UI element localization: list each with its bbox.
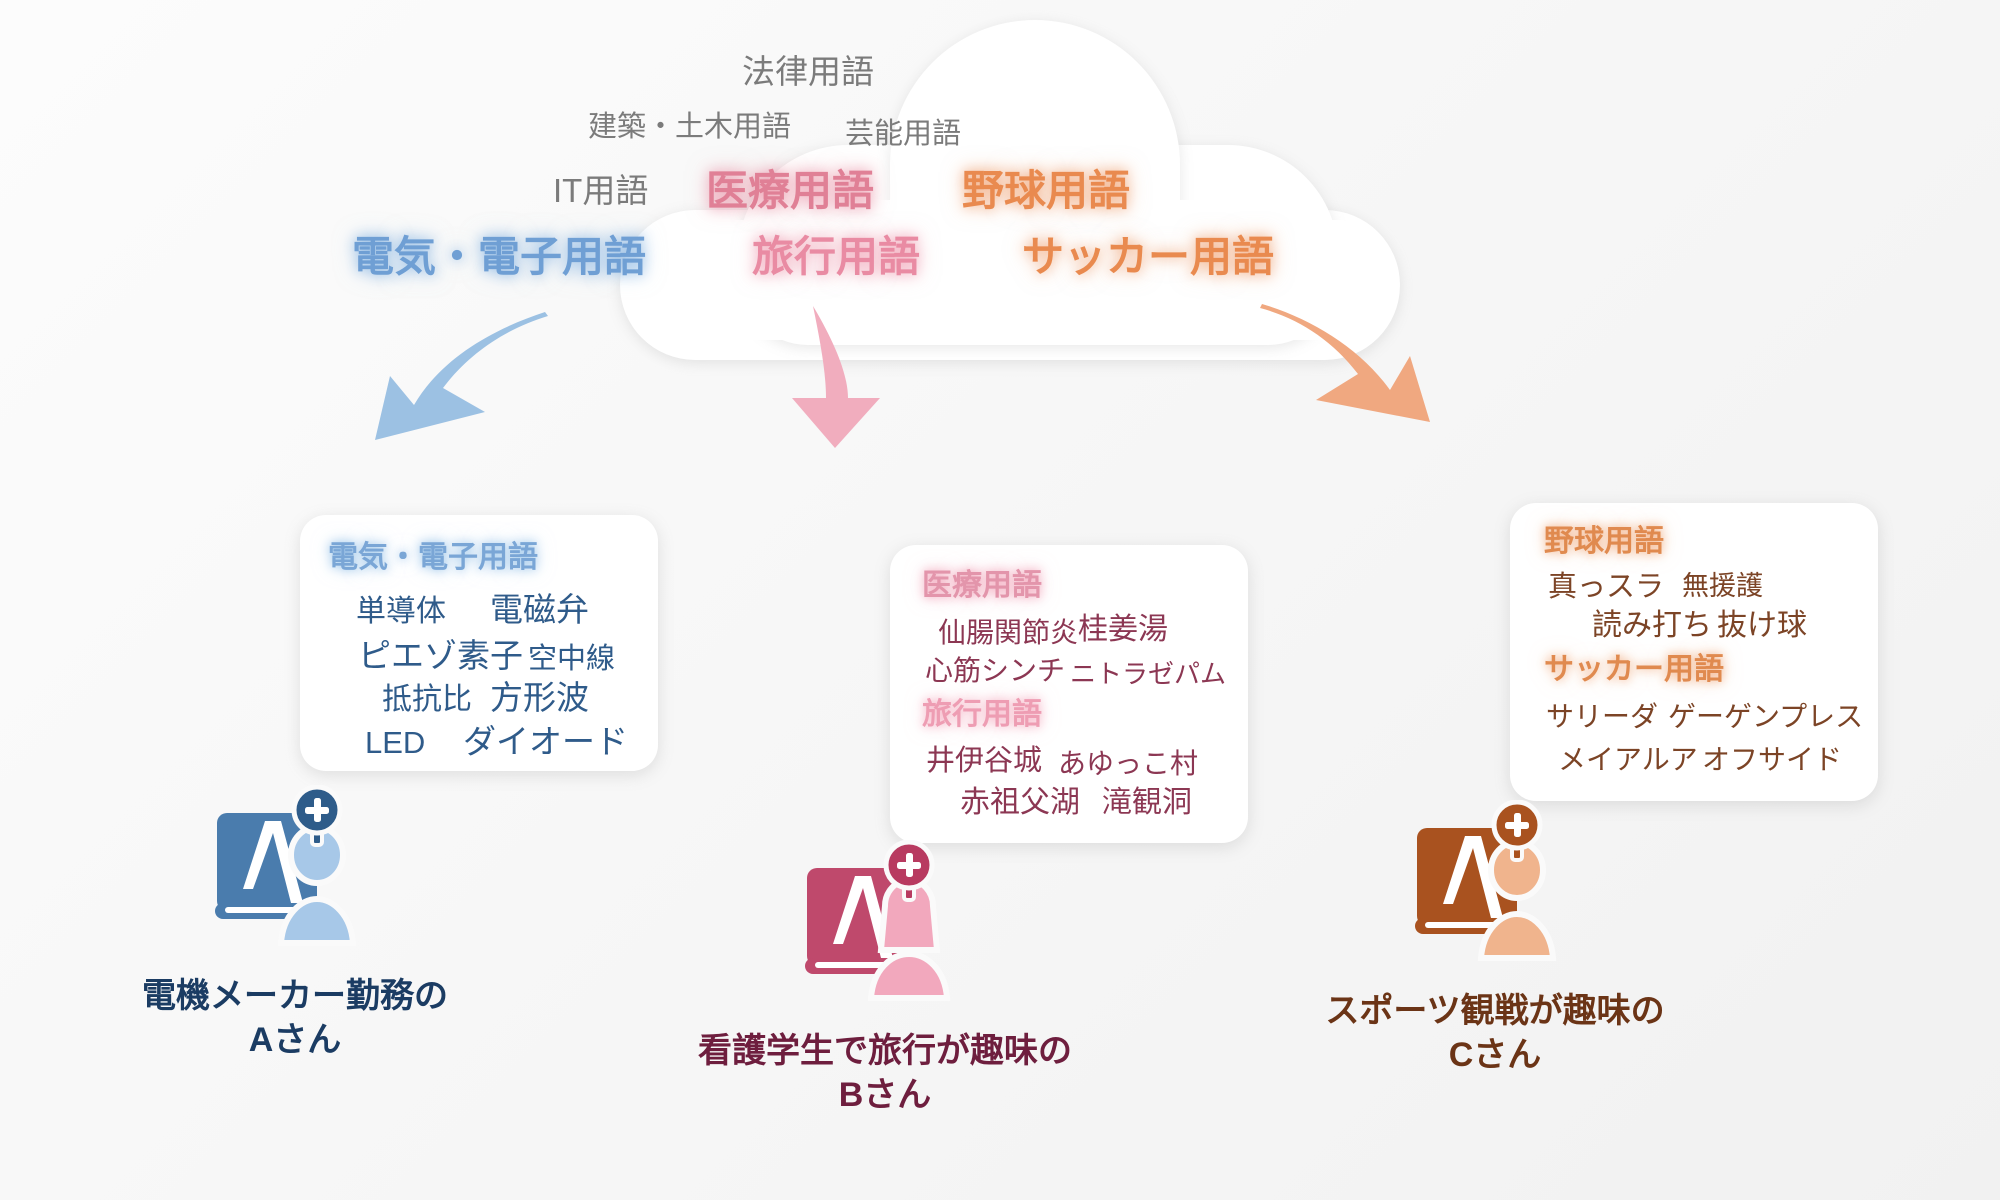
cloud-label-architecture: 建築・土木用語	[588, 111, 792, 143]
person-silhouette	[867, 877, 951, 1001]
dictionary-user-icon	[805, 839, 951, 1001]
card-b-term-3: 心筋シンチ	[925, 655, 1066, 686]
term-card-b: 医療用語 仙腸関節炎 桂姜湯 心筋シンチ ニトラゼパム 旅行用語 井伊谷城 あゆ…	[890, 545, 1248, 843]
cloud-label-travel: 旅行用語	[752, 233, 921, 280]
cloud-label-medical: 医療用語	[706, 167, 875, 214]
term-card-c: 野球用語 真っスラ 無援護 読み打ち 抜け球 サッカー用語 サリーダ ゲーゲンプ…	[1510, 503, 1878, 801]
card-c-term-4: 抜け球	[1717, 609, 1807, 642]
term-card-a: 電気・電子用語 単導体 電磁弁 ピエゾ素子 空中線 抵抗比 方形波 LED ダイ…	[300, 515, 658, 771]
card-b-term-7: 赤祖父湖	[960, 786, 1080, 819]
card-a-category-electrical: 電気・電子用語	[328, 541, 538, 574]
card-a-term-3: ピエゾ素子	[358, 637, 523, 674]
card-c-category-soccer: サッカー用語	[1544, 653, 1724, 686]
card-b-term-8: 滝観洞	[1102, 786, 1192, 819]
card-a-term-6: 方形波	[490, 679, 589, 716]
plus-badge-icon	[291, 784, 343, 847]
card-c-term-1: 真っスラ	[1548, 571, 1665, 603]
person-silhouette	[1477, 839, 1557, 961]
arrow-to-person-a	[375, 312, 548, 440]
card-b-term-4: ニトラゼパム	[1070, 659, 1227, 689]
card-c-term-3: 読み打ち	[1592, 609, 1712, 642]
card-a-term-2: 電磁弁	[490, 591, 589, 628]
cloud-label-entertainment: 芸能用語	[845, 118, 962, 150]
persona-a: 電機メーカー勤務の Aさん	[142, 784, 448, 1059]
persona-c-caption: スポーツ観戦が趣味の Cさん	[1325, 992, 1665, 1074]
card-a-term-7: LED	[365, 725, 426, 760]
cloud-label-it: IT用語	[553, 172, 649, 209]
card-b-category-medical: 医療用語	[922, 569, 1042, 602]
card-c-term-5: サリーダ	[1546, 701, 1659, 732]
card-b-term-5: 井伊谷城	[926, 745, 1043, 777]
dictionary-user-icon	[215, 784, 357, 946]
card-a-term-4: 空中線	[528, 643, 616, 675]
persona-b: 看護学生で旅行が趣味の Bさん	[698, 839, 1072, 1114]
card-b-category-travel: 旅行用語	[922, 698, 1042, 731]
card-b-term-6: あゆっこ村	[1058, 748, 1199, 779]
card-a-term-8: ダイオード	[463, 723, 628, 760]
person-silhouette	[277, 824, 357, 946]
card-c-term-2: 無援護	[1682, 571, 1763, 601]
cloud-label-electrical: 電気・電子用語	[352, 233, 647, 280]
persona-b-caption: 看護学生で旅行が趣味の Bさん	[698, 1032, 1072, 1114]
card-b-term-1: 仙腸関節炎	[938, 617, 1079, 648]
plus-badge-icon	[883, 839, 935, 902]
dictionary-user-icon	[1415, 799, 1557, 961]
persona-c: スポーツ観戦が趣味の Cさん	[1325, 799, 1665, 1074]
terminology-cloud	[620, 20, 1400, 360]
arrow-to-person-c	[1260, 304, 1430, 422]
card-c-term-6: ゲーゲンプレス	[1668, 701, 1864, 732]
card-c-category-baseball: 野球用語	[1544, 525, 1664, 558]
card-b-term-2: 桂姜湯	[1078, 613, 1168, 646]
arrow-to-person-b	[792, 306, 880, 448]
cloud-label-law: 法律用語	[742, 53, 874, 90]
card-a-term-1: 単導体	[356, 595, 446, 628]
plus-badge-icon	[1491, 799, 1543, 862]
card-a-term-5: 抵抗比	[382, 683, 472, 716]
cloud-label-baseball: 野球用語	[962, 167, 1131, 214]
cloud-seam-top	[910, 170, 1160, 250]
card-c-term-8: オフサイド	[1702, 744, 1843, 775]
card-c-term-7: メイアルア	[1558, 744, 1698, 775]
cloud-label-soccer: サッカー用語	[1022, 233, 1275, 280]
persona-a-caption: 電機メーカー勤務の Aさん	[142, 977, 448, 1059]
